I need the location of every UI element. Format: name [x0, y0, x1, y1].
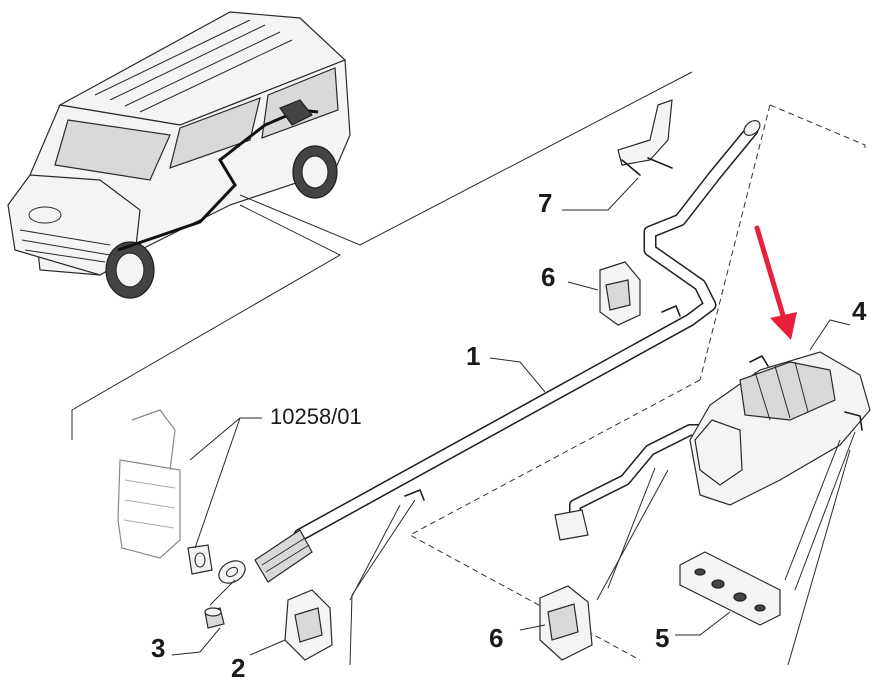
rubber-mount-part-2: [284, 589, 333, 661]
callout-part-4: 4: [852, 296, 867, 326]
main-exhaust-pipe: [218, 120, 761, 584]
vehicle-illustration: [7, 11, 351, 299]
leader-lines: [171, 177, 856, 666]
callout-reference: 10258/01: [270, 404, 362, 429]
catalytic-converter: [117, 409, 213, 575]
callout-part-5: 5: [655, 623, 670, 653]
red-arrow-indicator: [754, 225, 797, 340]
rear-silencer: [554, 351, 871, 541]
callout-part-3: 3: [151, 633, 166, 663]
callout-part-6-upper: 6: [541, 262, 556, 292]
nut-part-3: [204, 607, 225, 629]
callout-part-2: 2: [231, 653, 246, 683]
rubber-mount-upper: [599, 261, 641, 326]
callout-part-7: 7: [538, 188, 553, 218]
rubber-mount-lower: [539, 585, 593, 661]
callout-part-6-lower: 6: [489, 623, 504, 653]
bracket-part-7: [617, 99, 673, 176]
rubber-block-part-5: [679, 551, 781, 626]
callout-part-1: 1: [466, 341, 481, 371]
